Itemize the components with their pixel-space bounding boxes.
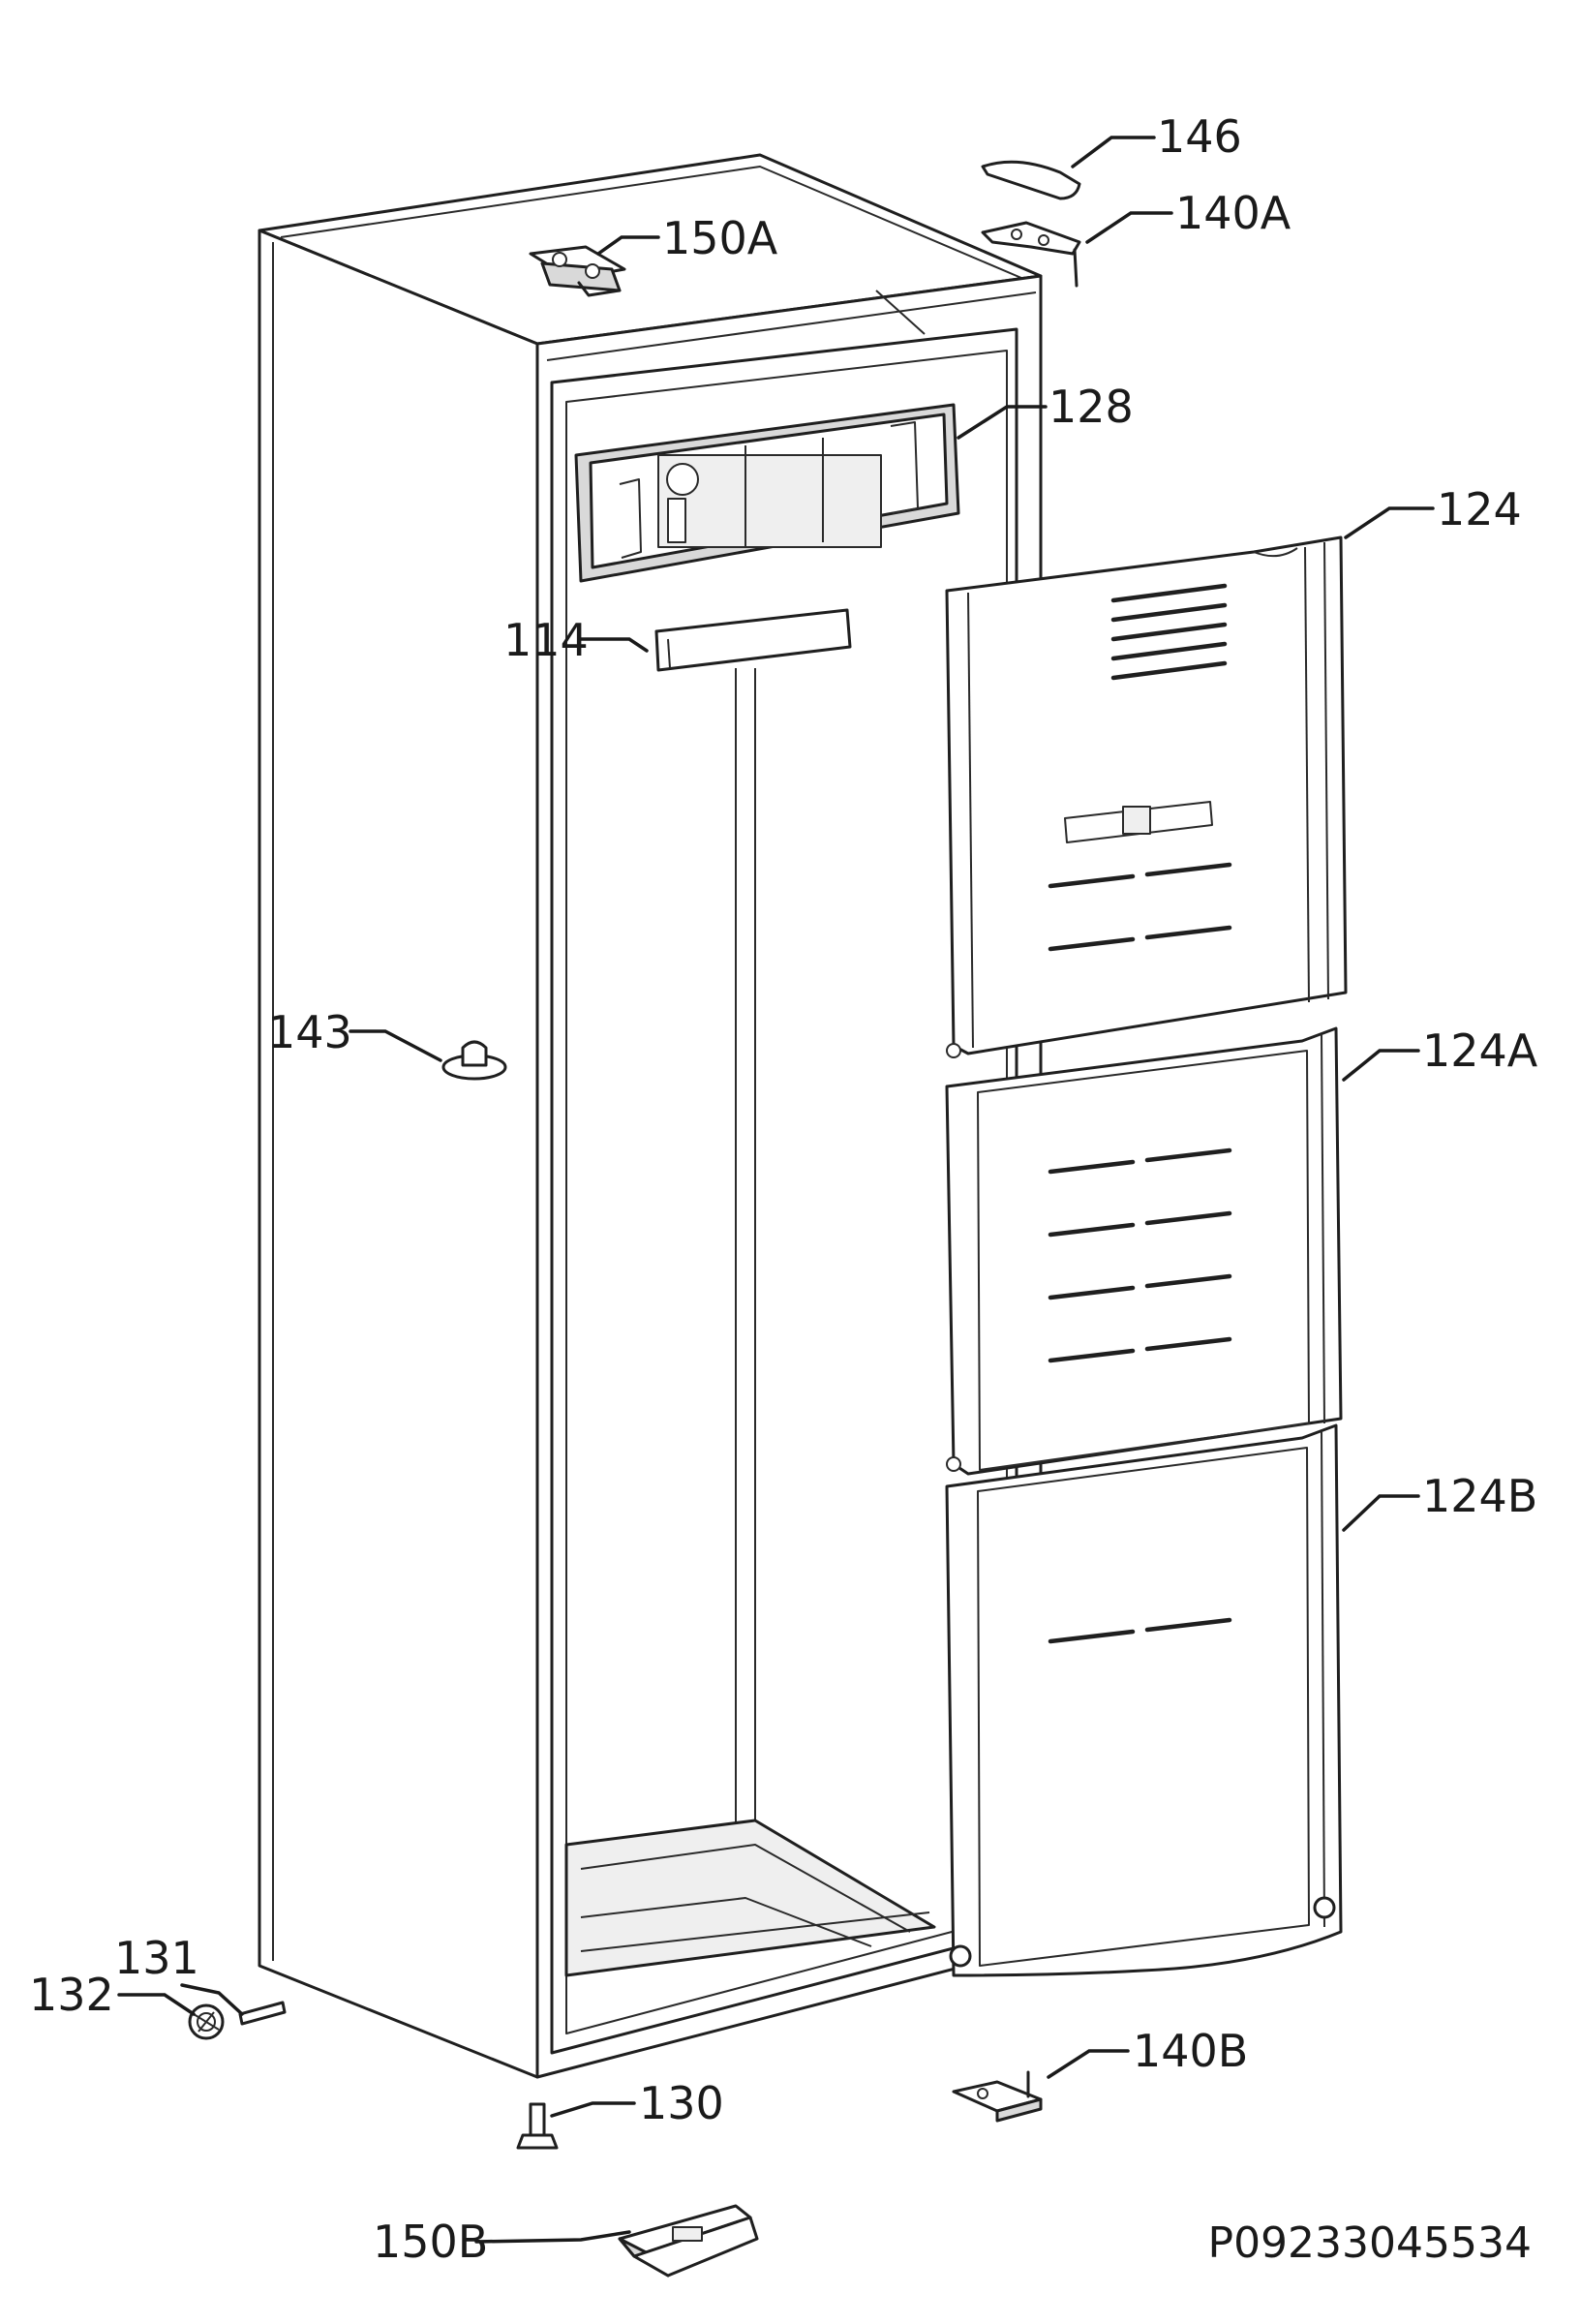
label-143: 143: [267, 1006, 352, 1058]
label-124b: 124B: [1422, 1470, 1537, 1522]
label-132: 132: [29, 1969, 114, 2021]
part-124a-door-panel-middle: [945, 1026, 1343, 1476]
part-128-control-housing: [574, 403, 960, 583]
label-130: 130: [639, 2077, 724, 2129]
label-150a: 150A: [662, 212, 778, 264]
cabinet-body: [258, 153, 1043, 2079]
part-131-pin: [238, 2001, 287, 2026]
label-150b: 150B: [373, 2216, 488, 2268]
label-131: 131: [114, 1932, 199, 1984]
leader-lines: [117, 136, 1435, 2244]
part-146-hinge-cover: [981, 160, 1081, 200]
part-150b-bottom-bracket: [618, 2204, 759, 2278]
part-124b-door-panel-lower: [945, 1423, 1343, 1977]
part-130-bolt: [516, 2102, 559, 2150]
part-140b-bottom-hinge: [952, 2070, 1043, 2123]
part-114-strip: [654, 608, 852, 672]
part-140a-top-hinge: [981, 221, 1081, 288]
label-128: 128: [1048, 381, 1134, 433]
label-140b: 140B: [1133, 2025, 1248, 2077]
part-143-plug: [441, 1040, 507, 1081]
label-124: 124: [1437, 483, 1522, 535]
part-124-door-panel-upper: [945, 535, 1348, 1058]
label-140a: 140A: [1175, 187, 1291, 239]
label-146: 146: [1157, 110, 1242, 163]
label-124a: 124A: [1422, 1024, 1538, 1077]
label-114: 114: [503, 614, 589, 666]
part-150a-top-bracket: [529, 245, 626, 297]
part-labels: 146 140A 150A 128 124 114 143 124A 124B …: [29, 110, 1538, 2268]
part-132-adjustable-foot: [188, 2003, 225, 2040]
document-code: P09233045534: [1208, 2218, 1532, 2268]
